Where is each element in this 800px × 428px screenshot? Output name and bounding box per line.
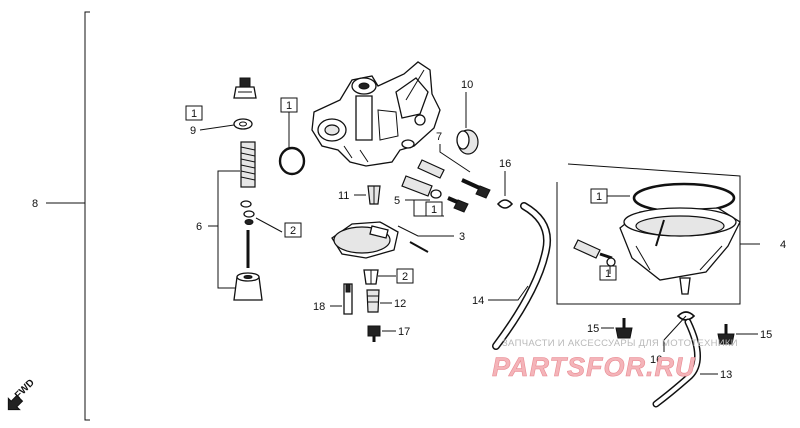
fwd-label: FWD <box>13 377 37 401</box>
callout-16-bottom: 16 <box>650 354 662 366</box>
svg-text:2: 2 <box>290 225 296 237</box>
boxed-ref-screw: 1 <box>425 201 443 217</box>
top-cap-screw <box>233 77 257 99</box>
float-3 <box>331 221 429 259</box>
callout-6: 6 <box>196 221 202 233</box>
callout-13: 13 <box>720 369 732 381</box>
watermark-logo: PARTSFOR.RU <box>492 352 696 382</box>
boxed-ref-bowl-top: 1 <box>590 188 608 204</box>
callout-14: 14 <box>472 295 484 307</box>
drain-screw-17 <box>367 325 381 342</box>
svg-text:1: 1 <box>605 268 611 280</box>
boxed-ref-left-washer: 1 <box>185 105 203 121</box>
o-ring <box>278 146 306 176</box>
callout-5: 5 <box>394 195 400 207</box>
svg-text:1: 1 <box>286 100 292 112</box>
callout-8: 8 <box>32 198 38 210</box>
callout-15-right: 15 <box>760 329 772 341</box>
callout-18: 18 <box>313 301 325 313</box>
jet-needle-assembly <box>233 200 263 301</box>
carburetor-body <box>311 61 441 167</box>
washer <box>233 118 253 130</box>
jet-11 <box>367 185 381 205</box>
callout-11: 11 <box>338 190 349 202</box>
assembly-bracket <box>46 11 90 421</box>
bowl-screw-15-right <box>717 324 735 345</box>
throttle-stop-screw-5 <box>401 175 469 213</box>
callout-3: 3 <box>459 231 465 243</box>
svg-text:1: 1 <box>431 204 437 216</box>
callout-16-top: 16 <box>499 158 511 170</box>
jet-holder-18 <box>343 283 353 315</box>
boxed-ref-bowl-bottom: 1 <box>599 265 617 281</box>
callout-10: 10 <box>461 79 473 91</box>
boxed-ref-jet: 2 <box>396 268 414 284</box>
callout-12: 12 <box>394 298 406 310</box>
needle-jet-12 <box>366 289 380 313</box>
boxed-ref-main: 1 <box>280 97 298 113</box>
overflow-hose-14 <box>492 202 551 350</box>
fwd-direction-marker: FWD <box>7 377 37 411</box>
callout-17: 17 <box>398 326 410 338</box>
bracket-6 <box>208 170 240 289</box>
drain-hose-13 <box>652 318 701 408</box>
watermark-tagline: ЗАПЧАСТИ И АКСЕССУАРЫ ДЛЯ МОТОТЕХНИКИ <box>502 338 738 349</box>
svg-text:1: 1 <box>596 191 602 203</box>
bowl-screw-15-left <box>615 318 633 339</box>
cap-10 <box>456 129 479 155</box>
callout-7: 7 <box>436 131 442 143</box>
float-bowl <box>619 207 741 295</box>
throttle-spring <box>240 141 256 188</box>
main-jet <box>363 269 379 285</box>
svg-text:1: 1 <box>191 108 197 120</box>
hose-clip-top <box>496 199 514 209</box>
svg-text:2: 2 <box>402 271 408 283</box>
callout-9: 9 <box>190 125 196 137</box>
callout-15-left: 15 <box>587 323 599 335</box>
boxed-ref-needle: 2 <box>284 222 302 238</box>
float-bowl-bracket <box>556 163 760 305</box>
bowl-screw <box>573 239 613 260</box>
pilot-screw-7 <box>417 159 491 199</box>
callout-4: 4 <box>780 239 786 251</box>
